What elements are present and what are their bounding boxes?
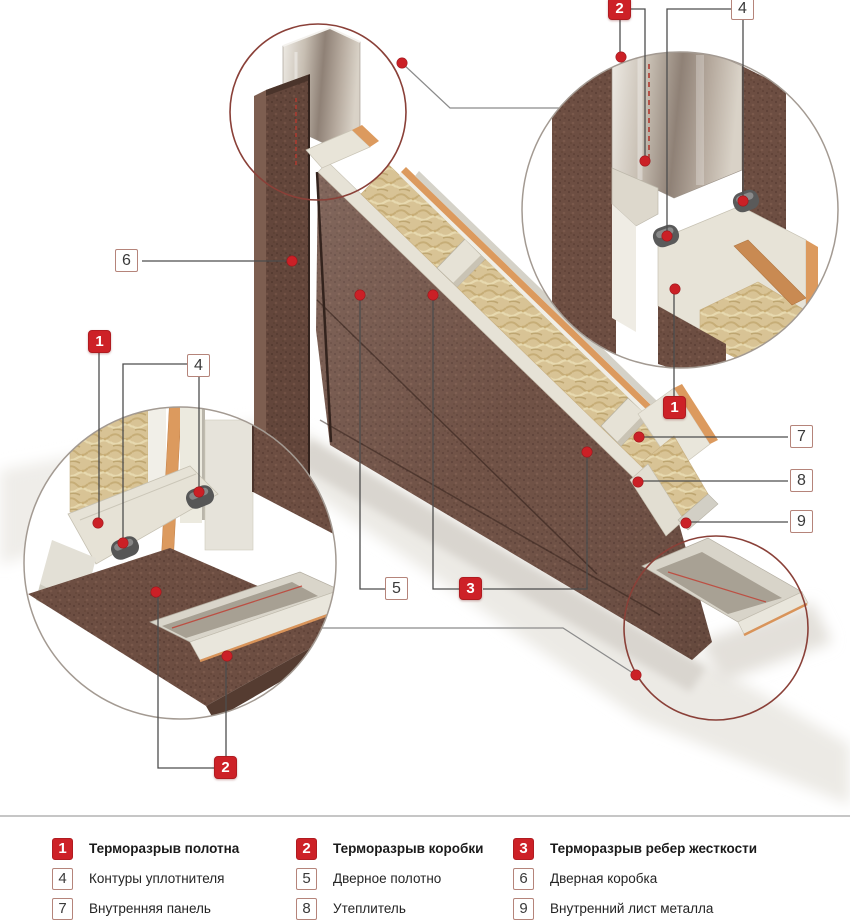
- leaf-end-cross-section: [629, 384, 719, 537]
- locator-circle-top: [229, 23, 407, 201]
- callout-5: 5: [385, 577, 408, 600]
- leader-lines: [98, 8, 788, 769]
- callout-1-left: 1: [88, 330, 111, 353]
- callout-3: 3: [459, 577, 482, 600]
- locator-circle-bottom: [623, 535, 809, 721]
- inner-panel-edge: [401, 167, 686, 443]
- callout-4-top: 4: [731, 0, 754, 20]
- door-leaf: [305, 125, 809, 660]
- zoom-locators: [229, 23, 809, 721]
- callout-6: 6: [115, 249, 138, 272]
- threshold-profile: [641, 537, 809, 637]
- callout-1-right: 1: [663, 396, 686, 419]
- inner-sheet-edge: [415, 171, 685, 433]
- detail-circle-frame-top: [521, 51, 839, 369]
- callout-9: 9: [790, 510, 813, 533]
- callout-7: 7: [790, 425, 813, 448]
- legend-divider: [0, 815, 850, 817]
- callout-2-top: 2: [608, 0, 631, 20]
- callout-8: 8: [790, 469, 813, 492]
- callout-4-left: 4: [187, 354, 210, 377]
- reference-dots: [92, 51, 749, 681]
- callout-2-bottom: 2: [214, 756, 237, 779]
- detail-circle-threshold: [23, 406, 337, 720]
